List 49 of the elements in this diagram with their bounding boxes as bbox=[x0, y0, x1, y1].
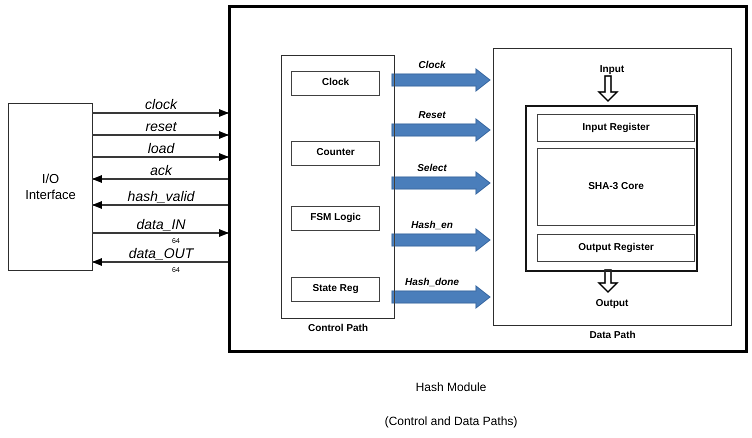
signal-arrow bbox=[92, 201, 228, 209]
edge-label: reset bbox=[144, 117, 178, 136]
signal-arrow bbox=[93, 109, 229, 117]
module-caption: (Control and Data Paths) bbox=[384, 414, 518, 429]
signal-arrow bbox=[93, 153, 229, 161]
edge-label: data_IN bbox=[135, 215, 187, 234]
block-arrow bbox=[392, 228, 491, 252]
block-arrow bbox=[392, 170, 491, 196]
box-label: Counter bbox=[316, 147, 355, 160]
box-label: SHA-3 Core bbox=[588, 180, 644, 194]
panel-title: Data Path bbox=[588, 330, 637, 342]
panel-title: Control Path bbox=[307, 323, 369, 336]
interface-box bbox=[8, 103, 93, 271]
hollow-arrow bbox=[597, 269, 619, 294]
module-caption: Hash Module bbox=[414, 380, 488, 395]
box-label: State Reg bbox=[312, 283, 359, 296]
core-container bbox=[525, 105, 698, 272]
block-arrow bbox=[392, 68, 491, 92]
register-box bbox=[537, 114, 695, 142]
box-label: I/O Interface bbox=[24, 170, 77, 204]
box-label: FSM Logic bbox=[310, 212, 361, 225]
edge-label: load bbox=[146, 139, 176, 158]
box-label: Input bbox=[600, 64, 624, 76]
register-box bbox=[537, 234, 695, 262]
register-box bbox=[291, 277, 380, 302]
edge-label: Clock bbox=[417, 59, 447, 73]
signal-arrow bbox=[92, 175, 228, 183]
signal-arrow bbox=[92, 258, 228, 266]
hollow-arrow bbox=[597, 75, 619, 102]
block-arrow bbox=[392, 118, 491, 142]
register-box bbox=[291, 206, 380, 231]
edge-label: Select bbox=[416, 162, 448, 176]
register-box bbox=[291, 71, 380, 96]
box-label: Output Register bbox=[578, 242, 654, 254]
register-box bbox=[537, 148, 695, 226]
signal-arrow bbox=[93, 229, 229, 237]
edge-label: data_OUT bbox=[128, 244, 195, 263]
register-box bbox=[291, 141, 380, 166]
edge-label: Hash_done bbox=[404, 276, 460, 290]
edge-label: hash_valid bbox=[126, 187, 196, 206]
edge-label: ack bbox=[149, 161, 174, 180]
signal-arrow bbox=[93, 131, 229, 139]
edge-label: clock bbox=[144, 95, 178, 114]
box-label: Input Register bbox=[582, 122, 650, 134]
edge-label: Reset bbox=[417, 109, 447, 123]
box-label: Output bbox=[596, 298, 628, 310]
box-label: Clock bbox=[322, 77, 350, 90]
block-arrow bbox=[392, 284, 491, 310]
edge-label: Hash_en bbox=[410, 219, 454, 233]
